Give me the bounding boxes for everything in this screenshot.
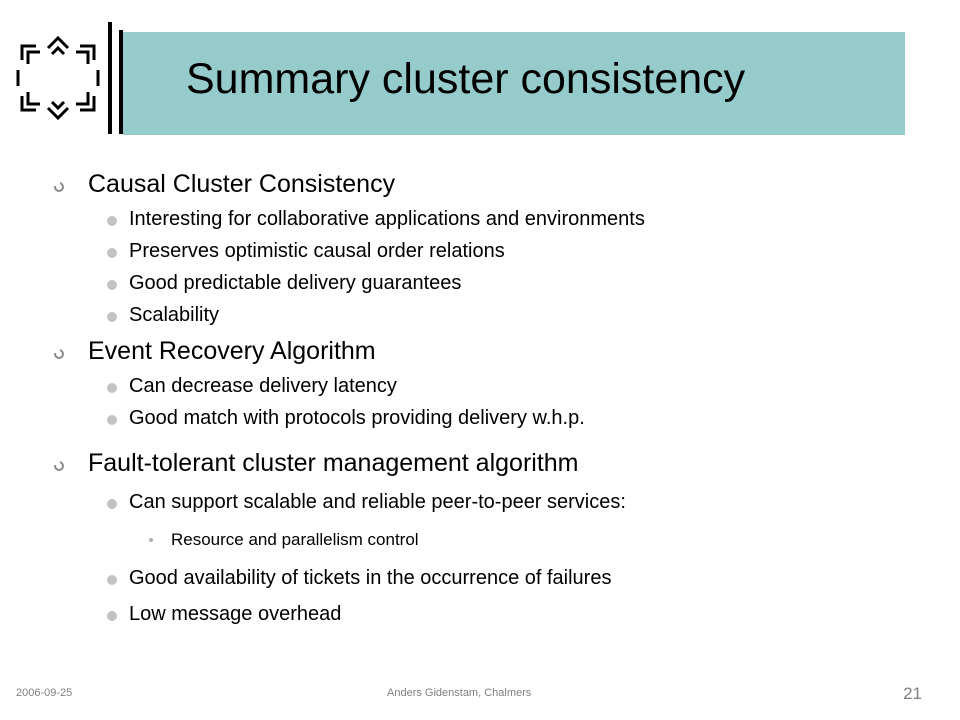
section-bullet-icon xyxy=(54,182,64,192)
sub-bullet-dot-icon xyxy=(149,538,153,542)
list-item: Good predictable delivery guarantees xyxy=(129,272,462,294)
bullet-dot-icon xyxy=(107,248,117,258)
list-item: Interesting for collaborative applicatio… xyxy=(129,208,645,230)
list-item: Good availability of tickets in the occu… xyxy=(129,567,612,589)
footer-author: Anders Gidenstam, Chalmers xyxy=(387,687,532,699)
title-divider-left xyxy=(108,22,112,134)
title-bar xyxy=(123,32,905,135)
bullet-dot-icon xyxy=(107,383,117,393)
section-heading: Event Recovery Algorithm xyxy=(88,337,376,365)
bullet-dot-icon xyxy=(107,415,117,425)
bullet-dot-icon xyxy=(107,312,117,322)
list-item: Scalability xyxy=(129,304,220,326)
bullet-dot-icon xyxy=(107,499,117,509)
list-item: Can decrease delivery latency xyxy=(129,375,397,397)
slide-title: Summary cluster consistency xyxy=(186,55,746,103)
section-heading: Fault-tolerant cluster management algori… xyxy=(88,449,579,477)
title-divider-right xyxy=(119,30,123,134)
chalmers-emblem-icon xyxy=(16,35,100,121)
bullet-dot-icon xyxy=(107,611,117,621)
list-item: Good match with protocols providing deli… xyxy=(129,407,585,429)
list-item: Low message overhead xyxy=(129,603,342,625)
section-bullet-icon xyxy=(54,461,64,471)
list-item: Preserves optimistic causal order relati… xyxy=(129,240,505,262)
bullet-dot-icon xyxy=(107,216,117,226)
section-heading: Causal Cluster Consistency xyxy=(88,170,396,198)
list-item: Can support scalable and reliable peer-t… xyxy=(129,491,626,513)
page-number: 21 xyxy=(903,684,922,703)
section-bullet-icon xyxy=(54,349,64,359)
bullet-dot-icon xyxy=(107,280,117,290)
footer-date: 2006-09-25 xyxy=(16,687,73,699)
bullet-dot-icon xyxy=(107,575,117,585)
sub-list-item: Resource and parallelism control xyxy=(171,530,419,549)
